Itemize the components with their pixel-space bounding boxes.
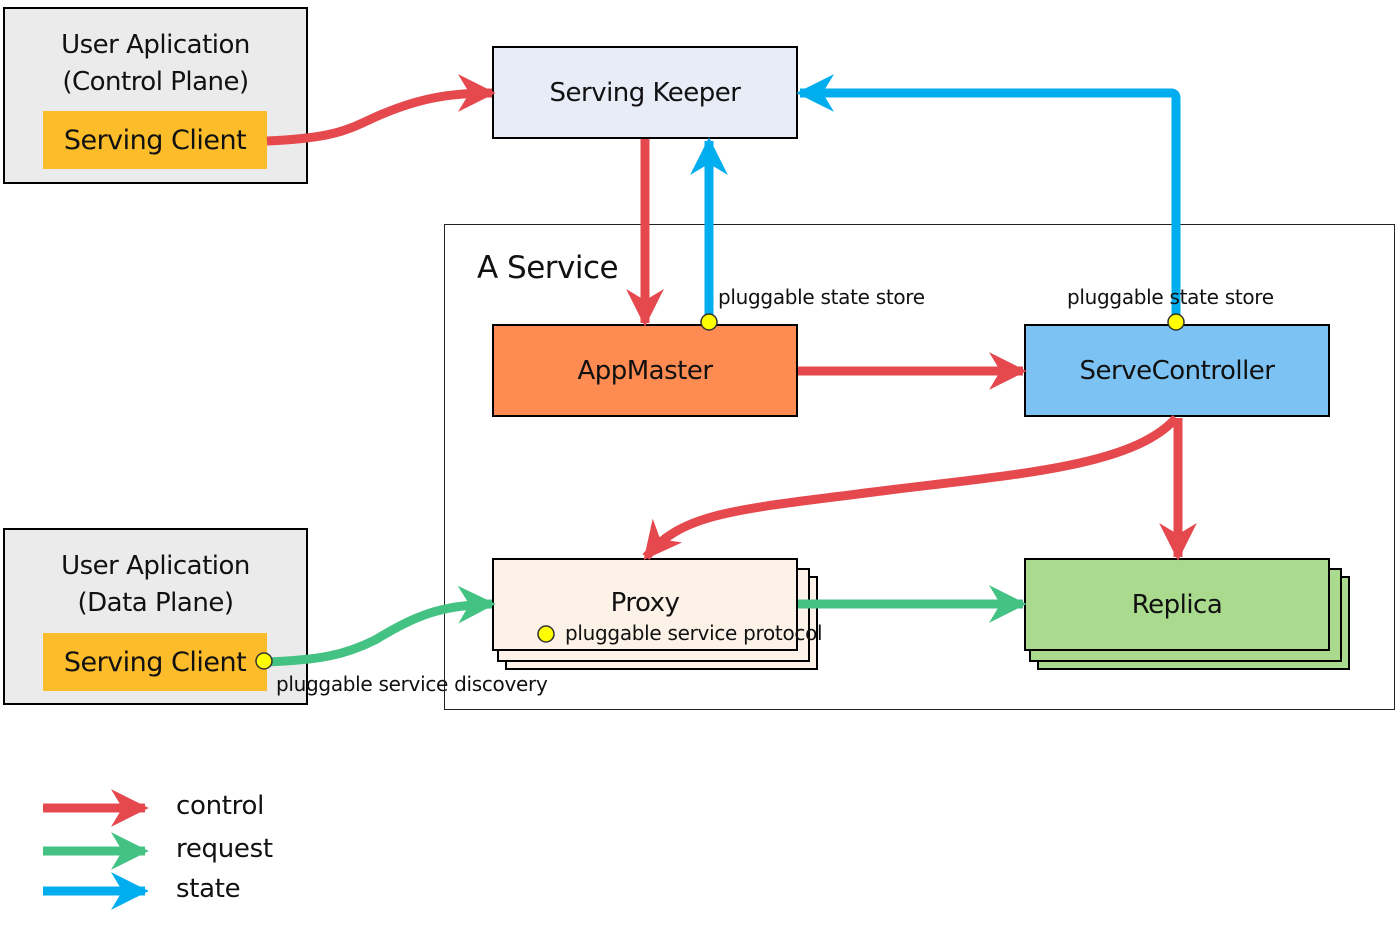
proxy-plugin-note: pluggable service protocol [565, 621, 823, 645]
legend-control-label: control [176, 791, 265, 821]
legend-request-label: request [176, 834, 273, 864]
data-plane-app-title: User Aplication (Data Plane) [61, 548, 250, 622]
control-plane-app-title-line1: User Aplication [61, 30, 250, 60]
app-master-node[interactable]: AppMaster [492, 324, 798, 417]
data-plane-app-title-line2: (Data Plane) [77, 588, 234, 618]
app-master-label: AppMaster [577, 355, 713, 386]
replica-node[interactable]: Replica [1024, 558, 1330, 651]
legend-state-label: state [176, 874, 241, 904]
data-plane-serving-client[interactable]: Serving Client [43, 633, 267, 691]
data-plane-app-title-line1: User Aplication [61, 551, 250, 581]
serve-controller-label: ServeController [1079, 355, 1275, 386]
replica-label: Replica [1131, 589, 1223, 620]
service-group-label: A Service [477, 250, 619, 286]
controller-plugin-note: pluggable state store [1067, 285, 1274, 309]
control-plane-serving-client[interactable]: Serving Client [43, 111, 267, 169]
control-plane-app-title: User Aplication (Control Plane) [61, 27, 250, 101]
discovery-plugin-note: pluggable service discovery [276, 672, 548, 696]
serve-controller-node[interactable]: ServeController [1024, 324, 1330, 417]
control-plane-app-title-line2: (Control Plane) [62, 67, 249, 97]
serving-keeper-label: Serving Keeper [549, 77, 741, 108]
proxy-label: Proxy [610, 588, 680, 618]
appmaster-plugin-note: pluggable state store [718, 285, 925, 309]
serving-keeper-node[interactable]: Serving Keeper [492, 46, 798, 139]
